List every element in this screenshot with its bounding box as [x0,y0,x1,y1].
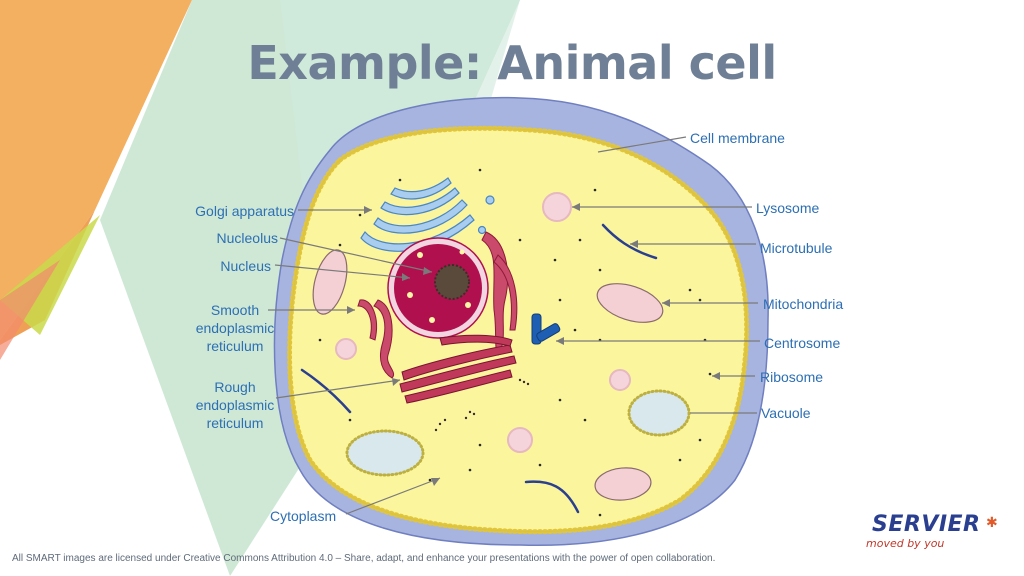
logo-tagline: moved by you [866,537,945,550]
smooth-er [357,231,518,379]
rough-er [399,334,517,404]
label-centrosome: Centrosome [764,335,841,351]
label-smooth-er: Smooth endoplasmic reticulum [170,301,300,355]
label-golgi-apparatus: Golgi apparatus [195,203,294,219]
cytoplasm [287,125,750,535]
vacuole [345,389,691,477]
label-rough-er: Rough endoplasmic reticulum [170,378,300,432]
nucleus [387,237,489,339]
servier-logo: SERVIER ✱ moved by you [862,512,1012,552]
label-mitochondria: Mitochondria [763,296,844,312]
label-nucleus: Nucleus [220,258,271,274]
leader-arrowheads [347,203,720,486]
microtubule [300,223,658,514]
leader-lines [268,136,760,515]
logo-star-icon: ✱ [986,514,998,530]
label-smooth-er-line2: endoplasmic [195,320,275,336]
label-smooth-er-line3: reticulum [206,338,264,354]
logo-wordmark: SERVIER [872,512,981,537]
label-rough-er-line2: endoplasmic [195,397,275,413]
license-footer: All SMART images are licensed under Crea… [12,553,716,564]
lysosome [335,192,631,453]
label-smooth-er-line1: Smooth [210,302,260,318]
centrosome [531,313,561,345]
mitochondria [312,249,664,501]
label-cell-membrane: Cell membrane [690,130,785,146]
label-cytoplasm: Cytoplasm [270,508,337,524]
label-vacuole: Vacuole [761,405,811,421]
label-ribosome: Ribosome [760,369,824,385]
label-microtubule: Microtubule [760,240,833,256]
label-rough-er-line3: reticulum [206,415,264,431]
label-nucleolus: Nucleolus [216,230,278,246]
slide-title: Example: Animal cell [247,36,777,90]
label-lysosome: Lysosome [756,200,820,216]
nucleolus [434,264,470,300]
label-rough-er-line1: Rough [214,379,256,395]
